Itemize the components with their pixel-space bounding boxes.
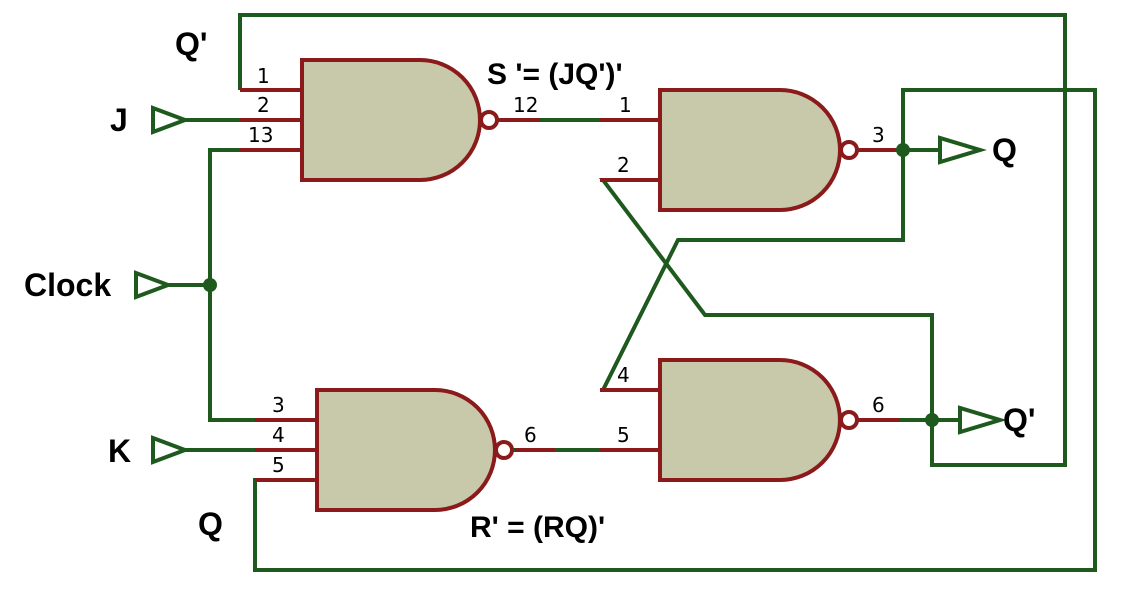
- junction-clock: [203, 278, 217, 292]
- nand-gate-3: [658, 88, 859, 212]
- label-k: K: [108, 433, 131, 469]
- label-q-output: Q: [992, 132, 1017, 168]
- nand-gate-4: [658, 358, 859, 482]
- pin-g3-in1: 1: [619, 93, 632, 117]
- pin-g4-in1: 4: [617, 363, 630, 387]
- label-j: J: [110, 102, 128, 138]
- pin-g4-in2: 5: [617, 423, 630, 447]
- wire-q-bar-feedback-top: [238, 13, 1067, 467]
- label-q-bar-output: Q': [1003, 402, 1036, 438]
- clock-input-port-icon: [134, 270, 174, 300]
- nand-gate-1: [300, 58, 499, 182]
- junction-q: [896, 143, 910, 157]
- q-output-port-icon: [938, 135, 987, 165]
- label-clock: Clock: [24, 267, 111, 303]
- pin-g4-out: 6: [872, 393, 885, 417]
- pin-g3-in2: 2: [617, 153, 630, 177]
- pin-stubs: [240, 88, 900, 482]
- pin-g2-out: 6: [524, 423, 537, 447]
- pin-g1-out: 12: [513, 93, 538, 117]
- label-r-expression: R' = (RQ)': [470, 511, 605, 544]
- pin-g1-in2: 2: [257, 93, 270, 117]
- k-input-port-icon: [151, 435, 191, 465]
- wire-clock-bus: [208, 148, 274, 422]
- pin-g2-in3: 5: [272, 453, 285, 477]
- label-s-expression: S '= (JQ')': [487, 58, 623, 91]
- pin-g2-in1: 3: [272, 393, 285, 417]
- pin-g1-in1: 1: [257, 64, 270, 88]
- q-bar-output-port-icon: [958, 405, 1007, 435]
- label-q-bottom: Q: [198, 506, 223, 542]
- nand-gate-2: [315, 388, 514, 512]
- j-input-port-icon: [151, 105, 191, 135]
- junction-q-bar: [925, 413, 939, 427]
- pin-g2-in2: 4: [272, 423, 285, 447]
- label-q-bar-top: Q': [175, 26, 208, 62]
- pin-g1-in3: 13: [248, 123, 273, 147]
- pin-g3-out: 3: [872, 123, 885, 147]
